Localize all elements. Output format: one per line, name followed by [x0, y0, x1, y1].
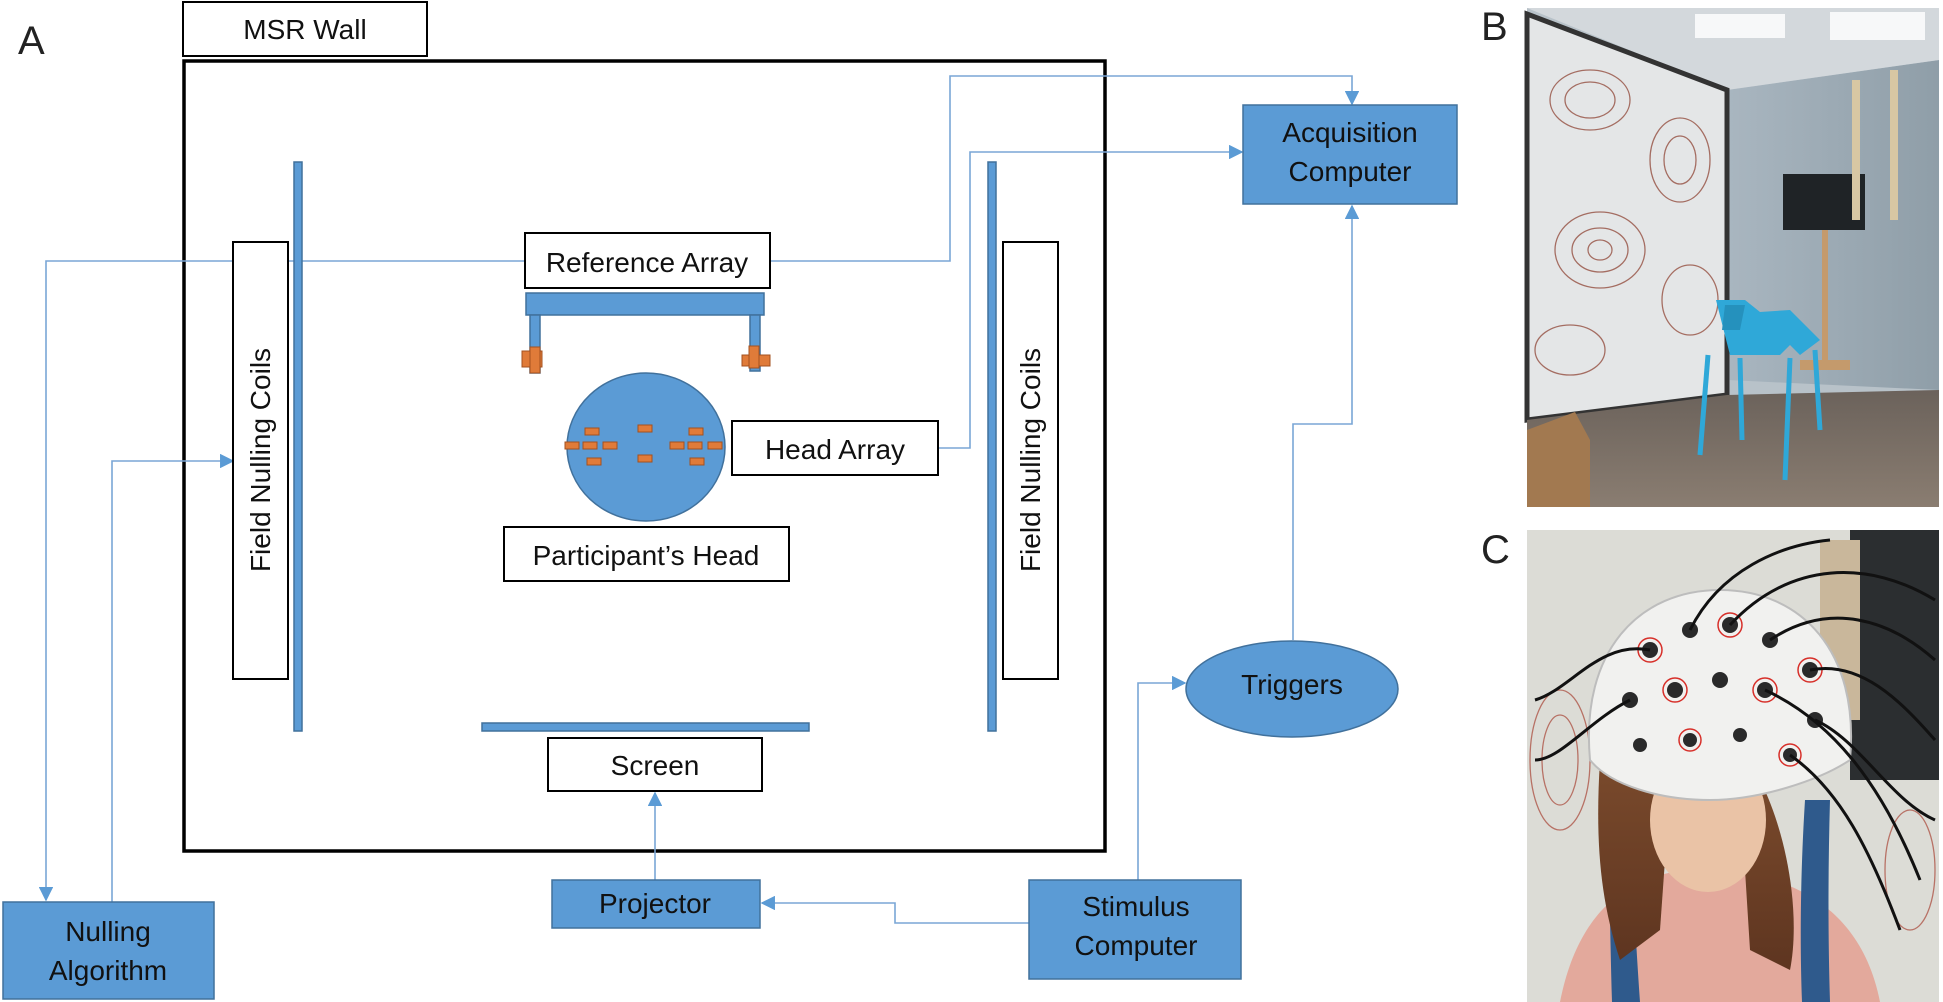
participants-head-label: Participant’s Head [533, 540, 760, 571]
field-nulling-coils-right-label: Field Nulling Coils [1015, 348, 1046, 572]
panel-label-b: B [1481, 5, 1508, 49]
nulling-algorithm-box [2, 901, 215, 1000]
wire-nulling-to-coils [111, 453, 235, 902]
reference-array-leg-right [749, 314, 761, 372]
wire-reference-to-nulling [38, 260, 525, 902]
reference-array-label: Reference Array [546, 247, 748, 278]
field-nulling-coils-left-label: Field Nulling Coils [245, 348, 276, 572]
wire-stimulus-to-projector [760, 895, 1029, 924]
coil-bar-right [987, 161, 997, 732]
msr-wall-label: MSR Wall [243, 14, 366, 45]
acquisition-computer-label-line1: Acquisition [1282, 117, 1417, 148]
head-sensor [582, 441, 598, 450]
projector-label: Projector [599, 888, 711, 919]
head-sensor [564, 441, 580, 450]
wire-triggers-to-acquisition [1292, 204, 1360, 640]
head-sensor [689, 457, 705, 466]
participants-head-box [503, 526, 790, 582]
head-sensor [687, 441, 703, 450]
screen-label: Screen [611, 750, 700, 781]
stimulus-computer-label-line2: Computer [1075, 930, 1198, 961]
reference-array-box [524, 232, 771, 289]
field-nulling-coils-right-box [1002, 241, 1059, 680]
head-sensor [669, 441, 685, 450]
head-array-label: Head Array [765, 434, 905, 465]
panel-label-a: A [18, 19, 45, 63]
acquisition-computer-box [1242, 104, 1458, 205]
head-array-box [731, 420, 939, 476]
wire-reference-to-acquisition [770, 75, 1360, 262]
head-sensor [602, 441, 618, 450]
head-sensor [637, 454, 653, 463]
triggers-label: Triggers [1241, 669, 1343, 700]
msr-room-outline [182, 59, 1107, 853]
head-sensor [584, 427, 600, 436]
stimulus-computer-label-line1: Stimulus [1082, 891, 1189, 922]
photo-participant [1527, 530, 1939, 1002]
screen-bar [481, 722, 810, 732]
nulling-algorithm-label-line2: Algorithm [49, 955, 167, 986]
coil-bar-left [293, 161, 303, 732]
head-sensor [637, 424, 653, 433]
acquisition-computer-label-line2: Computer [1289, 156, 1412, 187]
reference-sensor-right-2 [748, 345, 760, 369]
head-sensor [707, 441, 723, 450]
msr-wall-label-box [182, 1, 428, 57]
wire-head-to-acquisition [938, 144, 1244, 449]
head-sensor [586, 457, 602, 466]
triggers-ellipse [1185, 640, 1399, 738]
photo-room [1524, 8, 1939, 507]
field-nulling-coils-left-box [232, 241, 289, 680]
stimulus-computer-box [1028, 879, 1242, 980]
reference-sensor-left-2 [529, 346, 541, 374]
nulling-algorithm-label-line1: Nulling [65, 916, 151, 947]
projector-box [551, 879, 761, 929]
reference-array-mount [525, 292, 765, 316]
head-array-sensors [564, 424, 723, 466]
panel-label-c: C [1481, 528, 1510, 572]
screen-box [547, 737, 763, 792]
head-sensor [688, 427, 704, 436]
wire-stimulus-to-triggers [1137, 675, 1187, 880]
